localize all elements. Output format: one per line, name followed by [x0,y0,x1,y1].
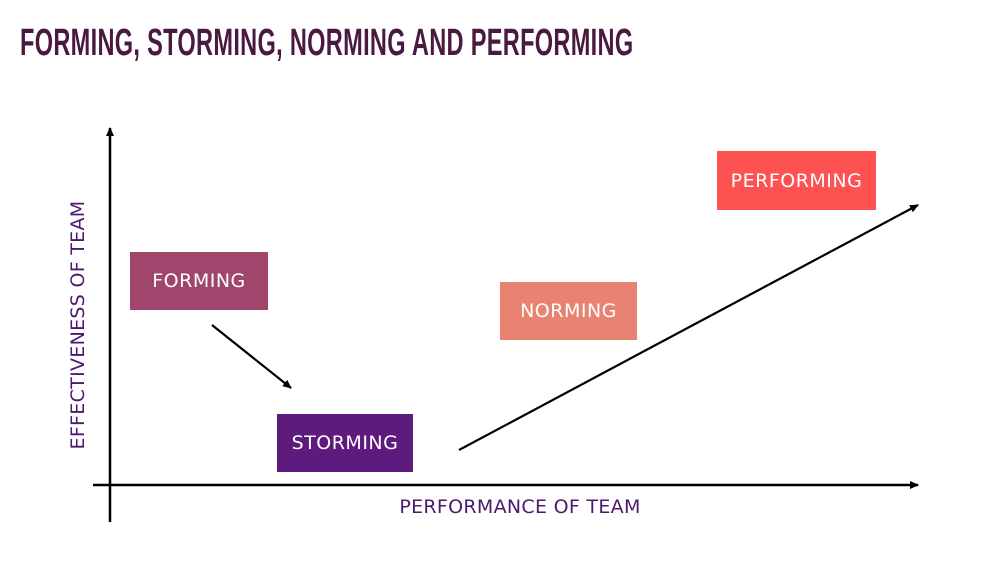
stage-performing: PERFORMING [717,151,876,210]
y-axis-label: EFFECTIVENESS OF TEAM [67,200,89,450]
stage-storming: STORMING [277,414,413,472]
stage-forming: FORMING [130,252,268,310]
x-axis-label: PERFORMANCE OF TEAM [399,496,641,518]
stage-norming: NORMING [500,282,637,340]
arrow-forming-to-storming [211,324,292,389]
page-title: FORMING, STORMING, NORMING AND PERFORMIN… [20,22,634,64]
arrow-growth [458,204,919,451]
